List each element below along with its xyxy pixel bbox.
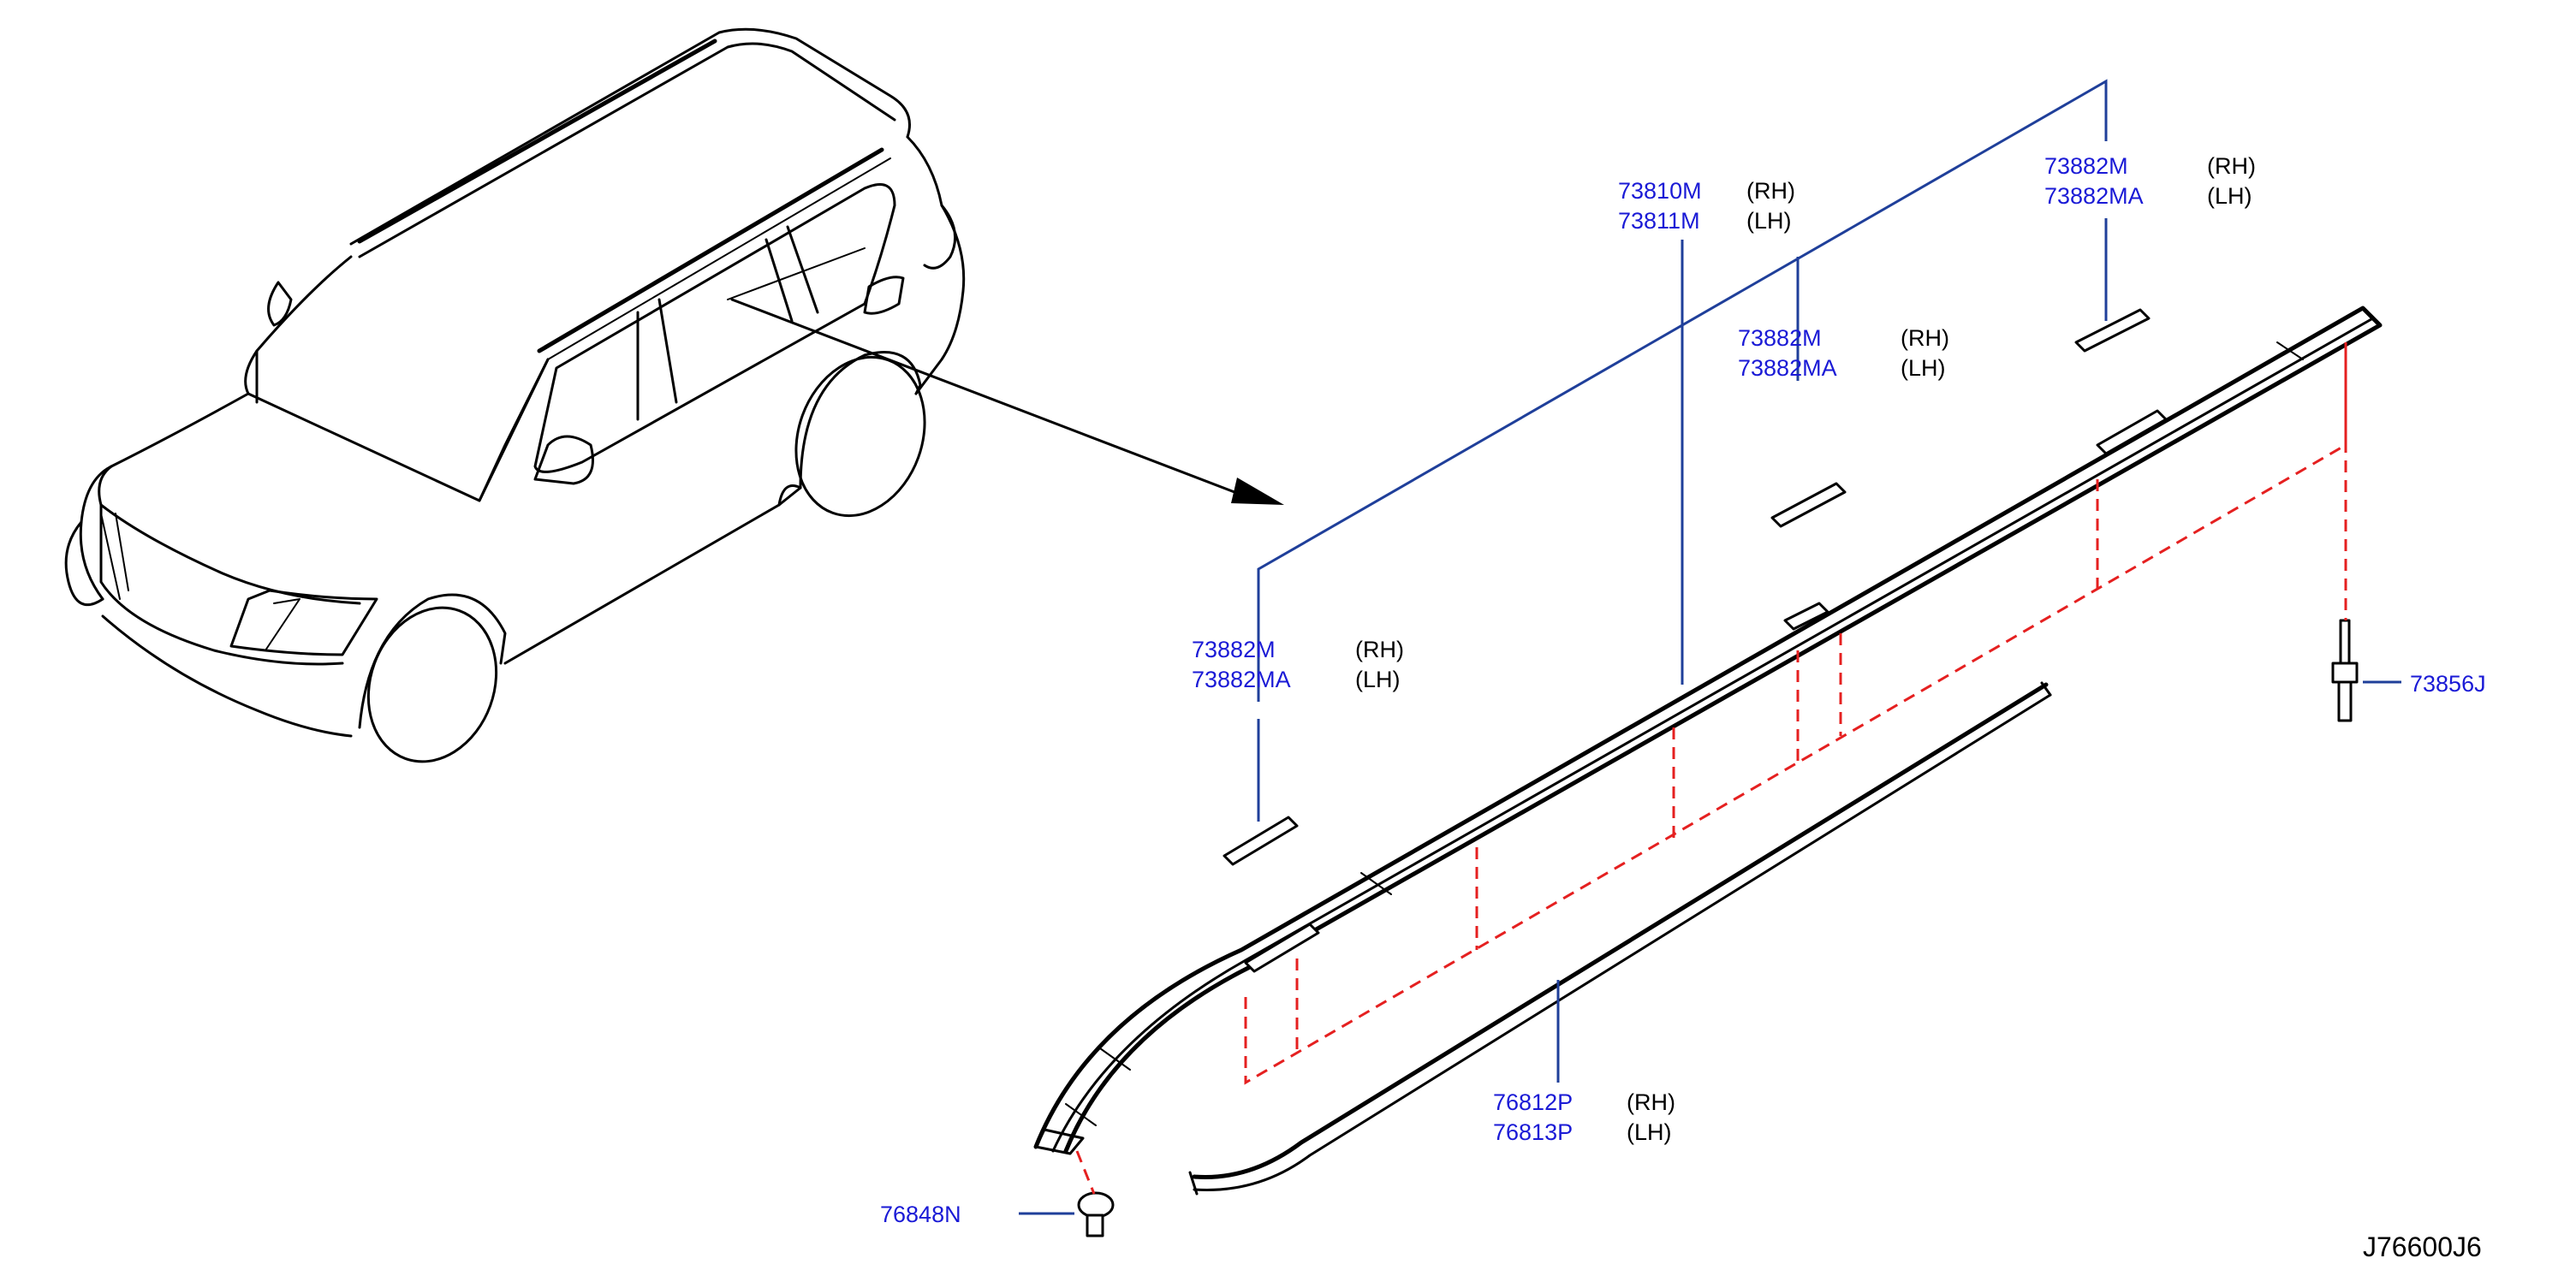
clip-fastener [1077, 1191, 1115, 1237]
side-label-rh: (RH) [1355, 637, 1404, 662]
vehicle-illustration [64, 27, 1284, 763]
callout-73882M-left: 73882M (RH) 73882MA (LH) [1192, 637, 1404, 692]
part-number-rh: 73810M [1618, 178, 1702, 204]
part-number: 76848N [880, 1202, 961, 1227]
side-label-lh: (LH) [2207, 183, 2252, 209]
side-label-lh: (LH) [1627, 1119, 1672, 1145]
part-number-lh: 76813P [1493, 1119, 1573, 1145]
diagram-code: J76600J6 [2363, 1231, 2482, 1262]
part-number: 73856J [2410, 671, 2486, 697]
part-number-rh: 73882M [1738, 325, 1822, 351]
part-number-rh: 76812P [1493, 1089, 1573, 1115]
part-number-rh: 73882M [2044, 153, 2128, 179]
callout-73882M-top: 73882M (RH) 73882MA (LH) [2044, 153, 2256, 209]
callout-76812P: 76812P (RH) 76813P (LH) [1493, 1089, 1675, 1145]
side-label-rh: (RH) [1746, 178, 1795, 204]
side-label-rh: (RH) [2207, 153, 2256, 179]
side-label-lh: (LH) [1901, 355, 1946, 381]
part-number-lh: 73882MA [1192, 667, 1291, 692]
side-label-rh: (RH) [1627, 1089, 1675, 1115]
side-label-lh: (LH) [1746, 208, 1792, 234]
clip-2 [1770, 482, 1847, 528]
side-molding [1188, 681, 2052, 1196]
callout-73810M: 73810M (RH) 73811M (LH) [1618, 178, 1795, 234]
roof-rail-assembly [1033, 306, 2383, 1155]
part-number-rh: 73882M [1192, 637, 1276, 662]
callout-73882M-mid: 73882M (RH) 73882MA (LH) [1738, 325, 1949, 381]
part-number-lh: 73882MA [2044, 183, 2144, 209]
side-label-lh: (LH) [1355, 667, 1401, 692]
bolt [2331, 619, 2359, 722]
clip-3 [2074, 308, 2151, 353]
callout-76848N: 76848N [880, 1202, 961, 1227]
callout-73856J: 73856J [2410, 671, 2486, 697]
leader-lines [1019, 79, 2401, 1215]
part-number-lh: 73811M [1618, 208, 1700, 234]
part-number-lh: 73882MA [1738, 355, 1837, 381]
hidden-lines [1075, 342, 2347, 1195]
side-label-rh: (RH) [1901, 325, 1949, 351]
clip-1 [1223, 816, 1299, 866]
